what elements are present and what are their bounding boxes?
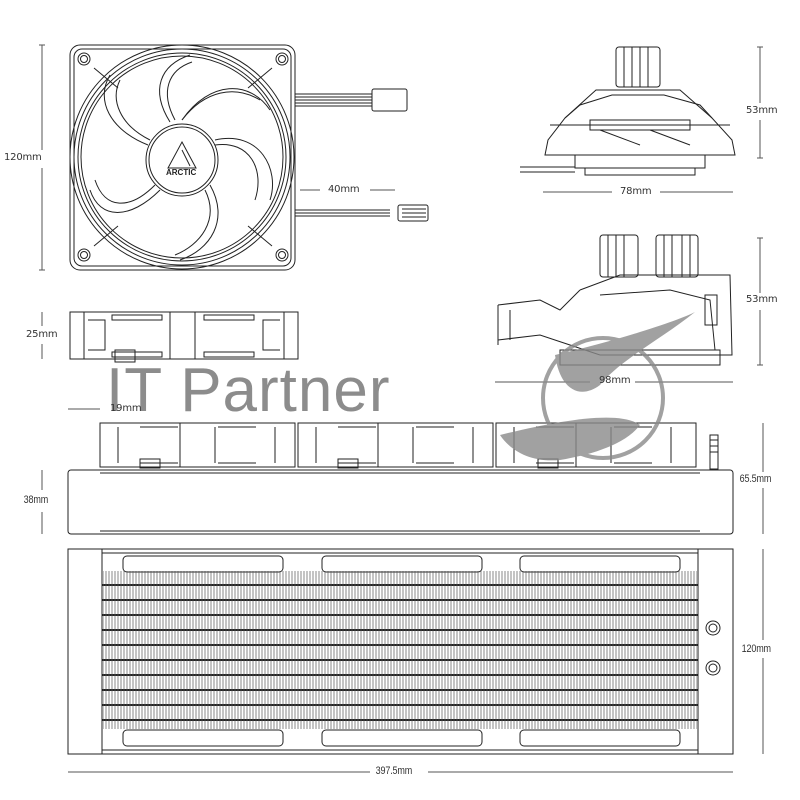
dim-fan-cable: 40mm bbox=[326, 184, 362, 195]
dim-fan-offset: 19mm bbox=[110, 403, 142, 414]
dim-total-height: 65.5mm bbox=[738, 473, 773, 485]
dim-pump-length-side: 98mm bbox=[599, 375, 631, 386]
radiator-fins bbox=[103, 571, 697, 729]
dim-pump-width-front: 78mm bbox=[618, 186, 654, 197]
radiator-side-view bbox=[67, 422, 734, 535]
fan-side-view bbox=[69, 311, 299, 363]
watermark-logo bbox=[500, 312, 695, 461]
dim-pump-height-front: 53mm bbox=[744, 105, 780, 116]
dim-fan-thickness: 25mm bbox=[24, 329, 60, 340]
pump-side-view bbox=[497, 234, 733, 366]
dim-pump-height-side: 53mm bbox=[744, 294, 780, 305]
dim-radiator-width: 120mm bbox=[740, 643, 773, 655]
dim-fan-height: 120mm bbox=[2, 152, 44, 163]
dim-radiator-thickness: 38mm bbox=[22, 494, 50, 506]
dim-radiator-length: 397.5mm bbox=[374, 765, 414, 777]
fan-logo-text: ARCTIC bbox=[166, 168, 197, 177]
pump-front-view bbox=[520, 46, 736, 176]
dimension-lines bbox=[39, 44, 764, 773]
fan-front-view bbox=[69, 44, 429, 271]
